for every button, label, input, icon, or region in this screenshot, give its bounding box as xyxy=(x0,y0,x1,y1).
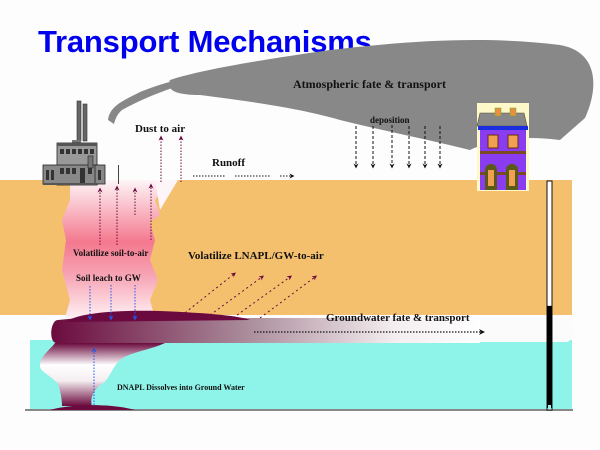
volatilization-column xyxy=(62,180,170,318)
gw-plume-tip xyxy=(480,318,574,342)
house-icon xyxy=(476,103,529,191)
label-runoff: Runoff xyxy=(212,157,245,169)
volatilize-lnapl-arrows xyxy=(180,272,318,319)
monitoring-well xyxy=(546,180,553,411)
deposition-arrows xyxy=(353,125,443,169)
label-atmospheric: Atmospheric fate & transport xyxy=(293,77,446,91)
soil-cut xyxy=(155,180,178,210)
label-soil-leach: Soil leach to GW xyxy=(76,273,141,283)
label-deposition: deposition xyxy=(370,115,410,125)
atmospheric-plume xyxy=(169,40,594,150)
label-dnapl: DNAPL Dissolves into Ground Water xyxy=(117,383,245,392)
smoke-stream xyxy=(108,80,178,124)
ground-line xyxy=(25,409,573,411)
dnapl-cone xyxy=(40,343,165,406)
label-groundwater: Groundwater fate & transport xyxy=(326,312,470,324)
factory-icon xyxy=(42,100,119,186)
label-dust-to-air: Dust to air xyxy=(135,123,185,135)
label-volatilize-soil: Volatilize soil-to-air xyxy=(73,248,148,258)
dust-to-air-arrows xyxy=(158,135,184,182)
soil-leach-arrows xyxy=(87,285,138,321)
well-water-level xyxy=(547,305,552,408)
label-volatilize-lnapl: Volatilize LNAPL/GW-to-air xyxy=(188,250,324,262)
volatilize-soil-arrows xyxy=(97,183,154,245)
dnapl-pool xyxy=(50,405,135,410)
